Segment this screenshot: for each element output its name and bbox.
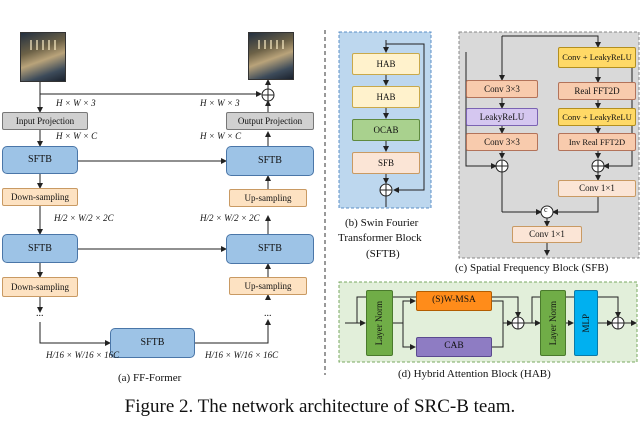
ffformer-title: (a) FF-Former <box>118 372 182 384</box>
dims-output: H × W × 3 <box>200 98 240 108</box>
sftb-encoder-2: SFTB <box>2 234 78 263</box>
sfb-conv-leaky-top: Conv + LeakyReLU <box>558 47 636 68</box>
dims-input: H × W × 3 <box>56 98 96 108</box>
hab-mlp: MLP <box>574 290 598 356</box>
dims-bottleneck-left: H/16 × W/16 × 16C <box>46 350 120 360</box>
sfb-leakyrelu: LeakyReLU <box>466 108 538 126</box>
figure-caption: Figure 2. The network architecture of SR… <box>124 396 516 417</box>
sftb-encoder-1: SFTB <box>2 146 78 174</box>
hab-layer-norm-2: Layer Norm <box>540 290 566 356</box>
hab-layer-norm-1: Layer Norm <box>366 290 393 356</box>
dims-half-res: H/2 × W/2 × 2C <box>54 213 114 223</box>
sfb-title: (c) Spatial Frequency Block (SFB) <box>455 262 609 274</box>
output-projection: Output Projection <box>226 112 314 130</box>
sfb-conv11-b: Conv 1×1 <box>512 226 582 243</box>
hab-mlp-label: MLP <box>580 313 591 333</box>
hab-cab: CAB <box>416 337 492 357</box>
sftb-ocab: OCAB <box>352 119 420 141</box>
hab-layer-norm-2-label: Layer Norm <box>547 300 558 346</box>
input-projection: Input Projection <box>2 112 88 130</box>
sfb-conv-leaky-mid: Conv + LeakyReLU <box>558 108 636 126</box>
sftb-title-3: (SFTB) <box>366 248 400 260</box>
sfb-conv11-a: Conv 1×1 <box>558 180 636 197</box>
sfb-inv-fft: Inv Real FFT2D <box>558 133 636 151</box>
sftb-title-1: (b) Swin Fourier <box>345 217 419 229</box>
up-sampling-2: Up-sampling <box>229 277 307 295</box>
dims-channels-right: H × W × C <box>200 131 242 141</box>
sfb-real-fft: Real FFT2D <box>558 82 636 100</box>
sfb-conv33-a: Conv 3×3 <box>466 80 538 98</box>
dims-channels: H × W × C <box>56 131 98 141</box>
sfb-conv33-b: Conv 3×3 <box>466 133 538 151</box>
down-sampling-2: Down-sampling <box>2 277 78 297</box>
input-image <box>20 32 66 82</box>
dims-half-res-right: H/2 × W/2 × 2C <box>200 213 260 223</box>
sftb-title-2: Transformer Block <box>338 232 422 244</box>
sftb-hab-1: HAB <box>352 53 420 75</box>
dims-bottleneck-right: H/16 × W/16 × 16C <box>205 350 279 360</box>
hab-title: (d) Hybrid Attention Block (HAB) <box>398 368 551 380</box>
up-sampling-1: Up-sampling <box>229 189 307 207</box>
sftb-hab-2: HAB <box>352 86 420 108</box>
output-image <box>248 32 294 80</box>
hab-swmsa: (S)W-MSA <box>416 291 492 311</box>
sftb-sfb: SFB <box>352 152 420 174</box>
sftb-bottleneck: SFTB <box>110 328 195 358</box>
sftb-decoder-2: SFTB <box>226 234 314 264</box>
down-sampling-1: Down-sampling <box>2 188 78 206</box>
sftb-decoder-1: SFTB <box>226 146 314 176</box>
hab-layer-norm-1-label: Layer Norm <box>374 300 384 346</box>
ellipsis-right: ... <box>264 308 272 319</box>
ellipsis-left: ... <box>36 308 44 319</box>
sfb-concat-symbol: c <box>544 205 548 214</box>
